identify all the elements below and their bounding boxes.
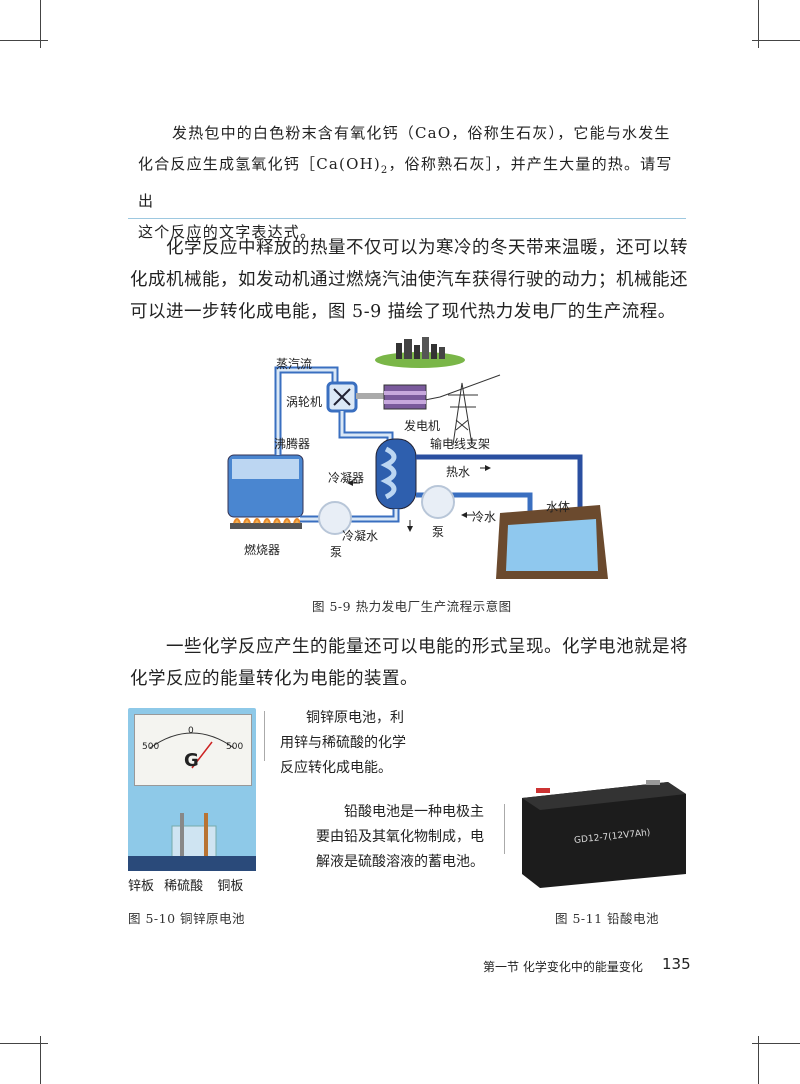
crop-mark bbox=[0, 1043, 48, 1044]
label-hot-water: 热水 bbox=[446, 465, 471, 479]
crop-mark bbox=[752, 1043, 800, 1044]
power-plant-diagram bbox=[227, 337, 608, 579]
exercise-line-2a: 化合反应生成氢氧化钙［Ca(OH) bbox=[138, 155, 381, 173]
copper-zinc-note: 铜锌原电池，利 用锌与稀硫酸的化学 反应转化成电能。 bbox=[280, 710, 406, 776]
condenser-icon bbox=[375, 438, 417, 510]
label-boiler: 沸腾器 bbox=[274, 437, 311, 451]
crop-mark bbox=[40, 0, 41, 48]
meter-tick-left: 500 bbox=[142, 742, 160, 752]
crop-mark bbox=[752, 40, 800, 41]
note-bracket bbox=[500, 804, 505, 854]
figure-5-11-caption: 图 5-11 铅酸电池 bbox=[555, 911, 660, 926]
paragraph-thermal-power: 化学反应中释放的热量不仅可以为寒冷的冬天带来温暖，还可以转化成机械能，如发动机通… bbox=[130, 232, 690, 328]
section-divider bbox=[128, 218, 686, 219]
label-pump: 泵 bbox=[330, 545, 343, 559]
paragraph-text: 化学反应中释放的热量不仅可以为寒冷的冬天带来温暖，还可以转化成机械能，如发动机通… bbox=[130, 238, 688, 322]
label-steam: 蒸汽流 bbox=[276, 357, 313, 371]
figure-5-10-caption: 图 5-10 铜锌原电池 bbox=[128, 911, 246, 926]
paragraph-text: 一些化学反应产生的能量还可以电能的形式呈现。化学电池就是将化学反应的能量转化为电… bbox=[130, 637, 688, 689]
lead-acid-battery-photo: GD12-7(12V7Ah) bbox=[518, 778, 688, 890]
footer-section-title: 第一节 化学变化中的能量变化 bbox=[483, 960, 643, 974]
exercise-line-1: 发热包中的白色粉末含有氧化钙（CaO，俗称生石灰），它能与水发生 bbox=[172, 124, 671, 142]
boiler-icon bbox=[227, 454, 304, 518]
label-cold-water: 冷水 bbox=[472, 510, 497, 524]
label-dilute-sulfuric-acid: 稀硫酸 bbox=[164, 879, 204, 894]
paragraph-chemical-battery: 一些化学反应产生的能量还可以电能的形式呈现。化学电池就是将化学反应的能量转化为电… bbox=[130, 631, 690, 695]
exercise-line-3: 这个反应的文字表达式。 bbox=[138, 223, 317, 241]
note-bracket bbox=[264, 711, 269, 761]
label-tower: 输电线支架 bbox=[430, 437, 491, 451]
meter-tick-center: 0 bbox=[188, 726, 194, 736]
figure-power-plant: 蒸汽流 涡轮机 发电机 沸腾器 输电线支架 冷凝器 热水 水体 冷水 冷凝水 泵… bbox=[200, 335, 620, 585]
cell-labels: 锌板 稀硫酸 铜板 bbox=[128, 875, 243, 894]
exercise-text: 发热包中的白色粉末含有氧化钙（CaO，俗称生石灰），它能与水发生 化合反应生成氢… bbox=[138, 118, 688, 248]
meter-letter: G bbox=[184, 750, 199, 771]
crop-mark bbox=[758, 0, 759, 48]
exercise-subscript: 2 bbox=[380, 165, 389, 176]
copper-zinc-cell-photo: 500 0 500 G bbox=[128, 708, 256, 871]
crop-mark bbox=[40, 1036, 41, 1084]
label-burner: 燃烧器 bbox=[244, 543, 281, 557]
label-pump: 泵 bbox=[432, 525, 445, 539]
burner-icon bbox=[230, 518, 302, 529]
label-water-body: 水体 bbox=[546, 500, 571, 514]
label-generator: 发电机 bbox=[404, 419, 441, 433]
galvanometer-icon bbox=[134, 714, 252, 786]
water-body-icon bbox=[496, 505, 608, 579]
pump-icon bbox=[318, 501, 352, 535]
figure-5-9-caption: 图 5-9 热力发电厂生产流程示意图 bbox=[312, 599, 512, 614]
meter-tick-right: 500 bbox=[226, 742, 244, 752]
lead-acid-note: 铅酸电池是一种电极主 要由铅及其氧化物制成，电 解液是硫酸溶液的蓄电池。 bbox=[316, 804, 484, 870]
label-zinc-plate: 锌板 bbox=[128, 879, 155, 894]
label-condensate: 冷凝水 bbox=[342, 529, 379, 543]
crop-mark bbox=[0, 40, 48, 41]
label-turbine: 涡轮机 bbox=[286, 395, 323, 409]
exercise-line-2b: ，俗称熟石灰］，并产生大量的热。请写出 bbox=[138, 155, 673, 210]
city-icon bbox=[375, 337, 465, 368]
pump-icon bbox=[421, 485, 455, 519]
label-copper-plate: 铜板 bbox=[217, 879, 244, 894]
label-condenser: 冷凝器 bbox=[328, 471, 365, 485]
generator-icon bbox=[383, 384, 427, 410]
page-number: 135 bbox=[662, 955, 691, 973]
crop-mark bbox=[758, 1036, 759, 1084]
